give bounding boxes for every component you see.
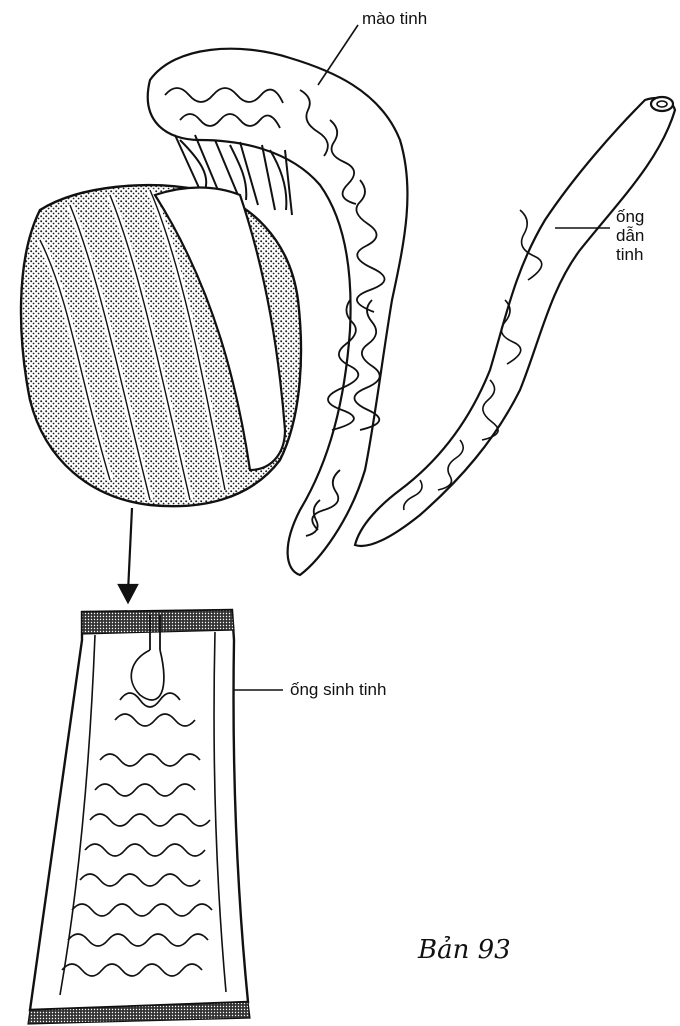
arrow-icon <box>119 508 137 602</box>
seminiferous-tubule-label: ống sinh tinh <box>290 680 386 699</box>
vas-deferens-label: ống dẫn tinh <box>616 207 644 264</box>
vas-deferens-label-line1: ống <box>616 207 644 226</box>
tubule-section <box>28 610 250 1024</box>
vas-deferens-label-line2: dẫn <box>616 226 644 245</box>
vas-deferens-label-line3: tinh <box>616 245 644 264</box>
testis <box>21 185 301 506</box>
artist-signature: Bản 93 <box>418 935 511 965</box>
epididymis-label: mào tinh <box>362 9 427 28</box>
